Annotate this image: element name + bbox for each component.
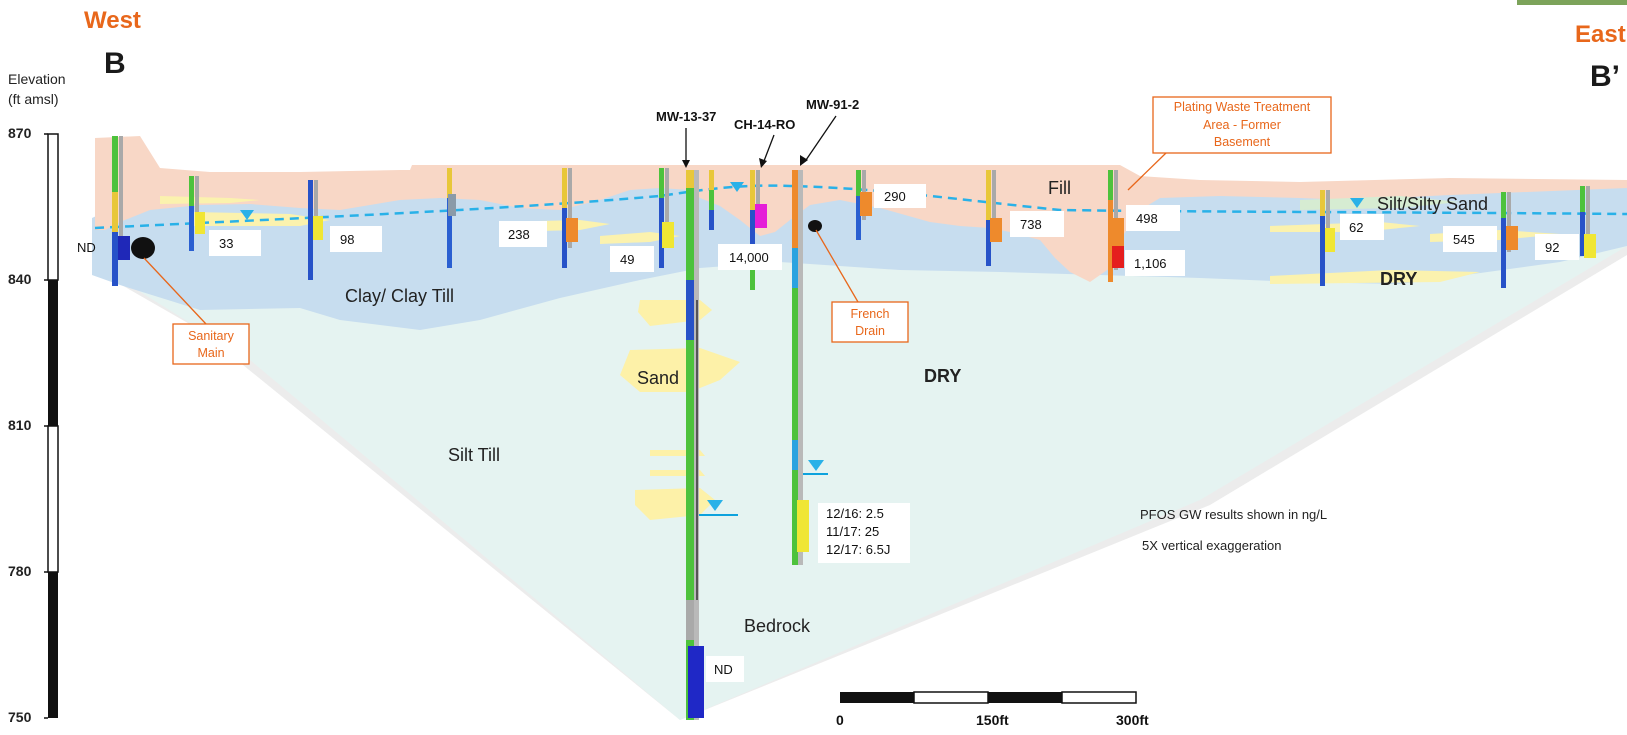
fill-layer [95,136,1627,282]
result-label: 290 [884,189,906,204]
elevation-axis-units: (ft amsl) [8,91,59,107]
svg-text:Plating Waste Treatment: Plating Waste Treatment [1174,100,1311,114]
water-level-marker-icon [707,500,723,511]
elevation-axis: Elevation (ft amsl) 870 840 810 780 750 [8,71,66,725]
svg-text:Drain: Drain [855,324,885,338]
result-series-entry: 12/16: 2.5 [826,506,884,521]
svg-text:Main: Main [197,346,224,360]
sanitary-main-pipe [131,237,155,259]
elevation-tick-label: 840 [8,271,32,287]
dry-label-east: DRY [1380,269,1417,289]
water-level-marker-icon [240,210,254,220]
section-start-label: B [104,47,126,80]
water-table-line [94,184,1627,230]
sanitary-main-callout: Sanitary Main [143,257,250,365]
silt-till-layer [92,246,1627,720]
scale-bar-label: 150ft [976,712,1009,728]
unit-label-sand: Sand [637,368,679,388]
unit-label-bedrock: Bedrock [744,616,811,636]
elevation-bar-segment [48,572,58,718]
unit-label-clay: Clay/ Clay Till [345,286,454,306]
scale-bar: 0 150ft 300ft [836,691,1149,728]
elevation-axis-label: Elevation [8,71,66,87]
result-label: 238 [508,227,530,242]
sand-zone [620,348,740,392]
dry-label-main: DRY [924,366,961,386]
result-label: 1,106 [1134,256,1167,271]
french-drain-pipe [808,220,822,232]
elevation-tick-label: 870 [8,125,32,141]
elevation-tick-label: 810 [8,417,32,433]
scale-bar-label: 0 [836,712,844,728]
result-label: 98 [340,232,354,247]
water-level-marker-icon [808,460,824,471]
east-label: East [1575,21,1626,48]
result-series-entry: 12/17: 6.5J [826,542,890,557]
scale-bar-label: 300ft [1116,712,1149,728]
mw-13-37-bore [686,170,694,720]
elevation-bar-segment [47,425,59,573]
ch-14-ro-bore [750,170,755,290]
geology-layers [92,136,1627,720]
west-label: West [84,7,141,34]
svg-text:Sanitary: Sanitary [188,329,235,343]
svg-text:Area - Former: Area - Former [1203,118,1281,132]
result-label: 92 [1545,240,1559,255]
note-vertical-exaggeration: 5X vertical exaggeration [1142,538,1281,553]
arrow-head-icon [759,158,767,168]
section-end-label: B’ [1590,60,1620,93]
result-label: ND [714,662,733,677]
mw-91-2-bore [792,170,798,565]
result-label: 49 [620,252,634,267]
elevation-tick-label: 780 [8,563,32,579]
elevation-bar-segment [47,133,59,281]
result-series-entry: 11/17: 25 [826,524,879,539]
well-label-mw-91-2: MW-91-2 [806,97,859,112]
map-thumbnail [1517,0,1627,5]
water-level-marker-icon [730,182,744,192]
silt-lens [1300,196,1460,210]
water-level-marker-icon [1350,198,1364,208]
svg-text:French: French [851,307,890,321]
french-drain-callout: French Drain [815,229,909,343]
unit-label-fill: Fill [1048,178,1071,198]
elevation-tick-label: 750 [8,709,32,725]
arrow-head-icon [800,155,808,166]
sand-lens [160,196,260,204]
unit-label-silt-sand: Silt/Silty Sand [1377,194,1488,214]
result-label: 738 [1020,217,1042,232]
result-label: 14,000 [729,250,769,265]
result-label: 545 [1453,232,1475,247]
note-pfos-units: PFOS GW results shown in ng/L [1140,507,1327,522]
clay-layer [92,178,1627,330]
svg-text:Basement: Basement [1214,135,1271,149]
result-label: 33 [219,236,233,251]
arrow-head-icon [682,160,690,168]
plating-waste-callout: Plating Waste Treatment Area - Former Ba… [1127,96,1332,191]
well-bores [112,136,1596,720]
result-labels: ND 33 98 238 49 14,000 290 738 498 1,106… [77,184,1579,682]
elevation-bar-segment [48,280,58,426]
result-label: 62 [1349,220,1363,235]
unit-label-silt-till: Silt Till [448,445,500,465]
well-label-ch-14-ro: CH-14-RO [734,117,795,132]
well-label-mw-13-37: MW-13-37 [656,109,716,124]
result-label: ND [77,240,96,255]
result-label: 498 [1136,211,1158,226]
